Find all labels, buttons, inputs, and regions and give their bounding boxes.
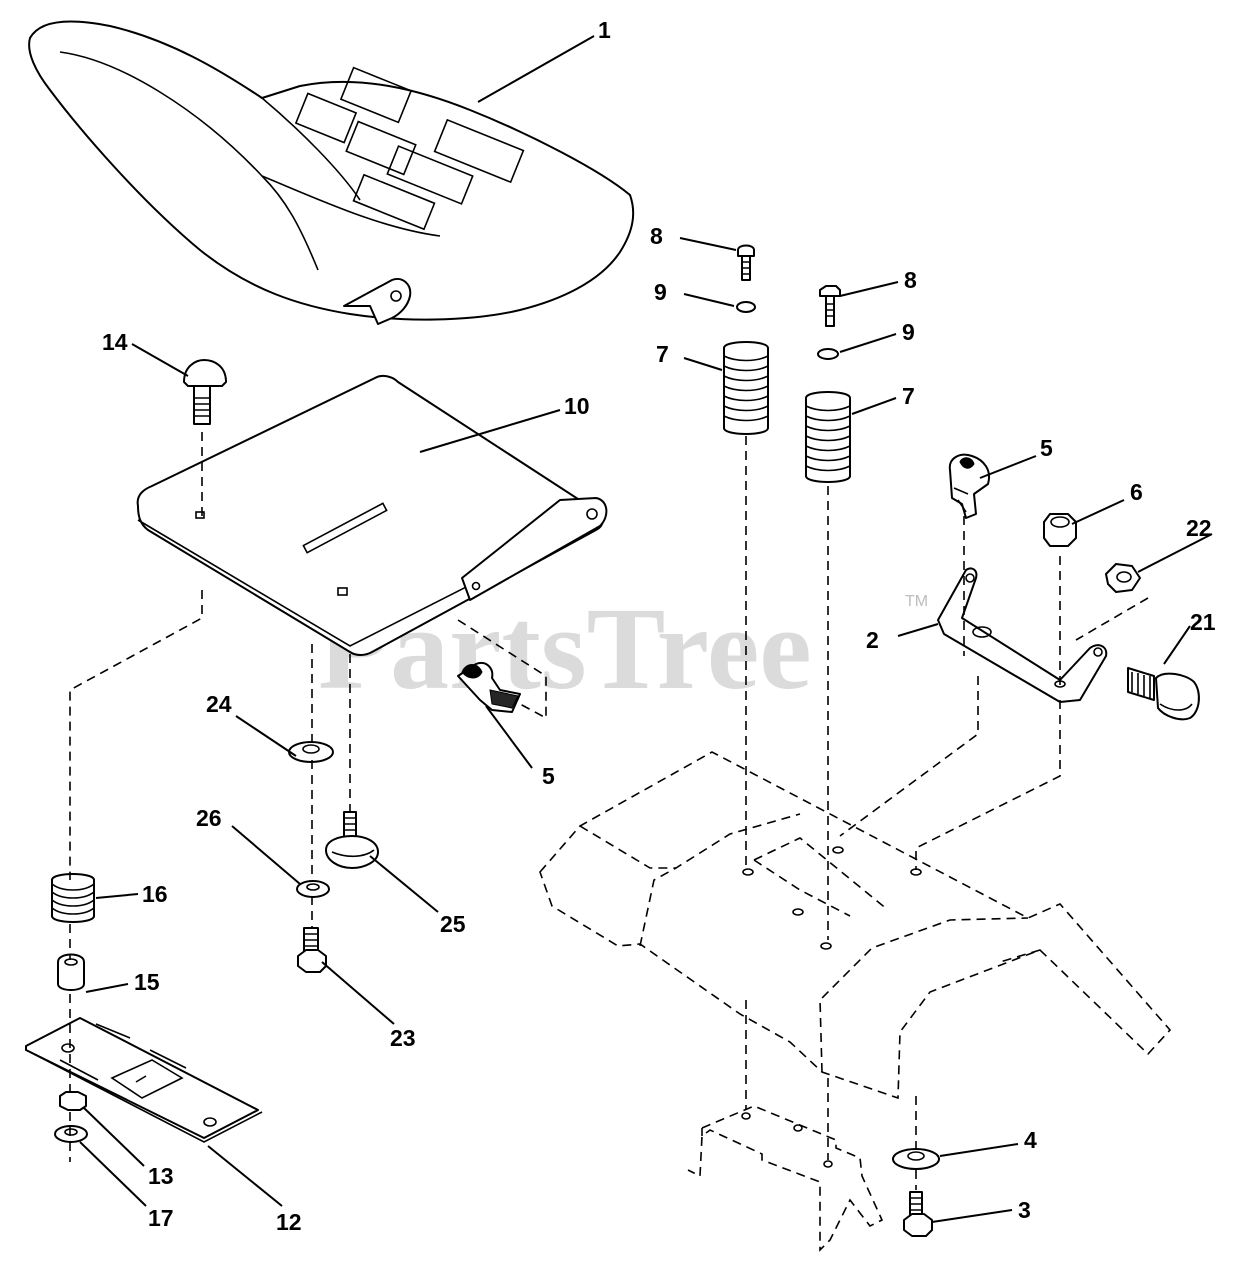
callout-3: 3 xyxy=(1018,1197,1031,1223)
callout-13: 13 xyxy=(148,1163,174,1189)
callout-26: 26 xyxy=(196,805,222,831)
bolt-8-left-part xyxy=(737,244,755,281)
nut-13-part xyxy=(59,1091,87,1111)
lock-washer-part xyxy=(296,880,330,898)
callout-4: 4 xyxy=(1024,1127,1037,1153)
mower-frame-dashed xyxy=(539,751,1172,1100)
callout-5-right: 5 xyxy=(1040,435,1053,461)
callout-1: 1 xyxy=(598,17,611,43)
callout-17: 17 xyxy=(148,1205,174,1231)
callout-9-right: 9 xyxy=(902,319,915,345)
watermark-trademark: TM xyxy=(905,593,928,610)
callout-24: 24 xyxy=(206,691,232,717)
callout-8-right: 8 xyxy=(904,267,917,293)
spring-16-part xyxy=(51,873,95,923)
callout-8-left: 8 xyxy=(650,223,663,249)
callout-labels: 1 2 3 4 5 5 6 7 7 8 8 9 9 10 12 13 14 15… xyxy=(102,17,1216,1235)
washer-9-left-part xyxy=(736,301,756,313)
callout-12: 12 xyxy=(276,1209,302,1235)
spring-7-left-part xyxy=(723,341,769,435)
callout-21: 21 xyxy=(1190,609,1216,635)
callout-16: 16 xyxy=(142,881,168,907)
callout-2: 2 xyxy=(866,627,879,653)
callout-leader-lines xyxy=(79,35,1213,1223)
support-bracket-dashed xyxy=(687,1105,884,1252)
callout-15: 15 xyxy=(134,969,160,995)
callout-25: 25 xyxy=(440,911,466,937)
washer-4-part xyxy=(892,1148,940,1170)
seat-part xyxy=(28,20,635,321)
carriage-bolt-part xyxy=(183,359,227,425)
callout-7-left: 7 xyxy=(656,341,669,367)
callout-5-left: 5 xyxy=(542,763,555,789)
seat-pan-part xyxy=(136,278,608,656)
callout-10: 10 xyxy=(564,393,590,419)
callout-22: 22 xyxy=(1186,515,1212,541)
callout-23: 23 xyxy=(390,1025,416,1051)
bracket-part xyxy=(937,567,1108,703)
washer-24-part xyxy=(288,741,334,763)
clip-left-part xyxy=(457,662,521,713)
shoulder-bolt-part xyxy=(325,811,379,869)
nut-6-part xyxy=(1043,513,1077,547)
screw-23-part xyxy=(297,927,327,973)
callout-14: 14 xyxy=(102,329,128,355)
spacer-part xyxy=(57,953,85,991)
assembly-guide-lines xyxy=(69,432,1149,1190)
shoulder-bolt-21-part xyxy=(1127,667,1200,721)
clip-right-part xyxy=(948,453,990,519)
spring-7-right-part xyxy=(805,391,851,483)
callout-7-right: 7 xyxy=(902,383,915,409)
nut-22-part xyxy=(1105,563,1141,593)
washer-9-right-part xyxy=(817,348,839,360)
callout-6: 6 xyxy=(1130,479,1143,505)
bolt-3-part xyxy=(903,1191,933,1237)
callout-9-left: 9 xyxy=(654,279,667,305)
plate-part xyxy=(25,1017,263,1143)
washer-17-part xyxy=(54,1125,88,1143)
bolt-8-right-part xyxy=(819,285,841,327)
